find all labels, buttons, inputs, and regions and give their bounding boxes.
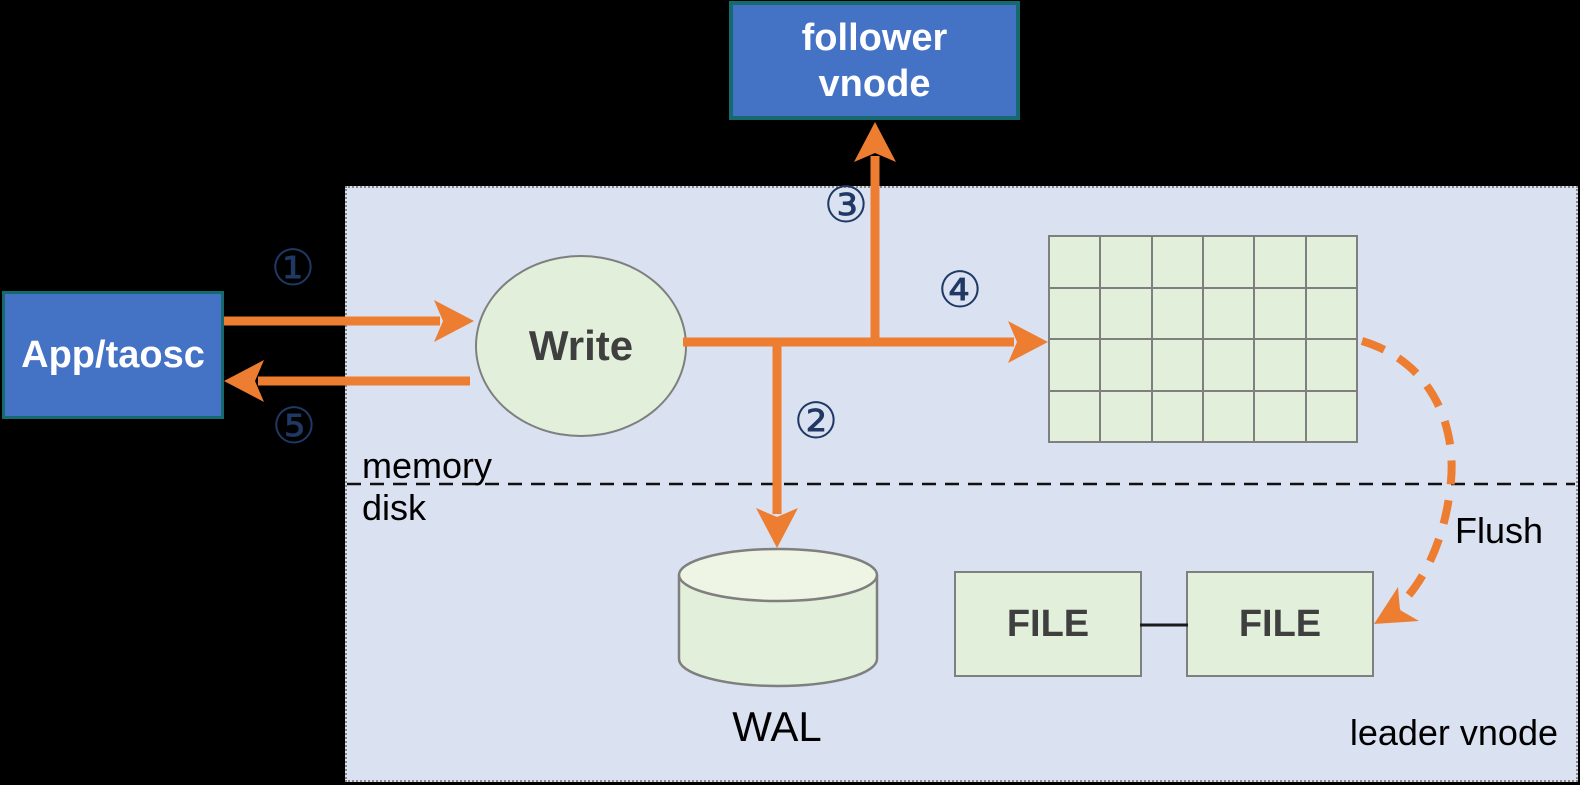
file-right-label: FILE bbox=[1238, 602, 1322, 645]
wal-cylinder-body bbox=[677, 575, 879, 688]
memtable-grid-cell bbox=[1100, 236, 1152, 288]
memtable-grid-cell bbox=[1100, 339, 1152, 391]
memtable-grid-cell bbox=[1202, 390, 1255, 442]
memtable-grid-cell bbox=[1305, 236, 1357, 288]
step-number-3: ③ bbox=[823, 176, 869, 234]
memtable-grid-cell bbox=[1254, 236, 1306, 288]
memtable-grid-cell bbox=[1305, 287, 1357, 339]
memtable-grid-cell bbox=[1202, 339, 1255, 391]
memtable-grid-cell bbox=[1049, 287, 1101, 339]
file-node-right: FILE bbox=[1186, 571, 1374, 677]
app-taosc-node: App/taosc bbox=[2, 291, 224, 419]
step-number-2: ② bbox=[793, 392, 839, 450]
memtable-grid-cell bbox=[1254, 339, 1306, 391]
arrow-step3-head bbox=[854, 122, 896, 162]
memtable-grid-cell bbox=[1049, 339, 1101, 391]
memtable-grid-cell bbox=[1305, 390, 1357, 442]
follower-vnode-node: follower vnode bbox=[729, 1, 1020, 120]
file-left-label: FILE bbox=[1006, 602, 1090, 645]
flush-label: Flush bbox=[1455, 510, 1544, 551]
write-label: Write bbox=[528, 322, 634, 369]
disk-label: disk bbox=[362, 487, 427, 528]
memtable-grid-cell bbox=[1100, 390, 1152, 442]
memtable-grid-cell bbox=[1049, 236, 1101, 288]
memtable-grid-cell bbox=[1202, 287, 1255, 339]
step-number-5: ⑤ bbox=[271, 397, 317, 455]
memtable-grid-cell bbox=[1305, 339, 1357, 391]
memtable-grid-cell bbox=[1151, 287, 1203, 339]
memtable-grid-cell bbox=[1151, 339, 1203, 391]
step-number-4: ④ bbox=[937, 261, 983, 319]
memtable-grid-cell bbox=[1049, 390, 1101, 442]
step-number-1: ① bbox=[270, 239, 316, 297]
memory-label: memory bbox=[362, 445, 493, 486]
wal-cylinder-shape bbox=[677, 547, 879, 688]
memtable-grid-cell bbox=[1100, 287, 1152, 339]
write-node: Write bbox=[475, 255, 687, 437]
file-node-left: FILE bbox=[954, 571, 1142, 677]
leader-vnode-label: leader vnode bbox=[1349, 712, 1558, 753]
arrow-step5-head bbox=[224, 360, 264, 402]
memtable-grid-cell bbox=[1151, 390, 1203, 442]
wal-cylinder-top bbox=[677, 547, 879, 603]
follower-vnode-label-line1: follower bbox=[801, 16, 948, 59]
memtable-grid-cell bbox=[1254, 287, 1306, 339]
follower-vnode-label-line2: vnode bbox=[818, 62, 931, 105]
memtable-grid-cell bbox=[1151, 236, 1203, 288]
app-taosc-label: App/taosc bbox=[21, 333, 205, 376]
wal-label: WAL bbox=[732, 703, 822, 750]
memtable-grid-cell bbox=[1202, 236, 1255, 288]
memtable-grid bbox=[1048, 235, 1358, 443]
memtable-grid-cell bbox=[1254, 390, 1306, 442]
